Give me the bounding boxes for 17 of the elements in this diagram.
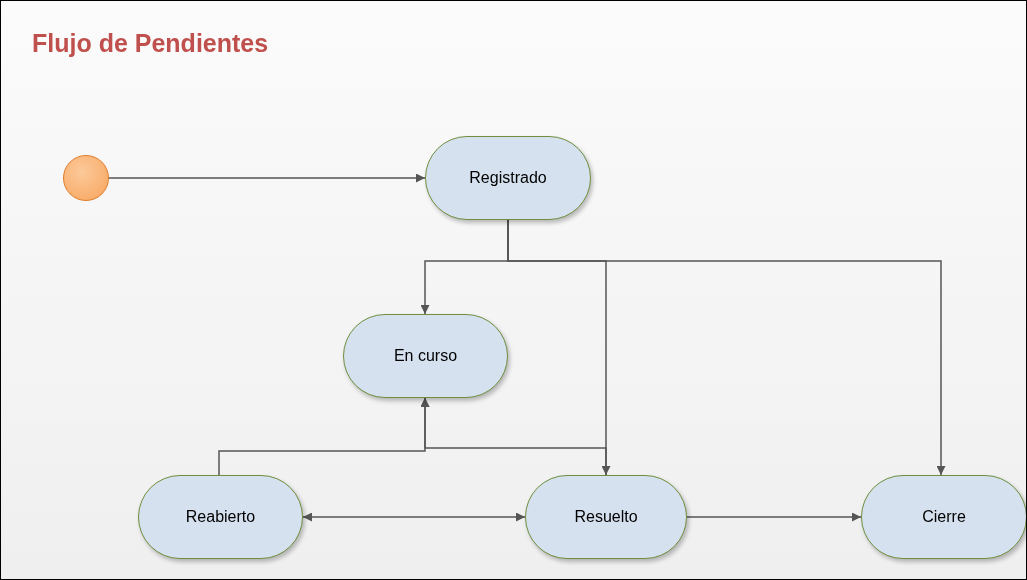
state-box bbox=[425, 136, 591, 220]
state-label: En curso bbox=[393, 347, 458, 365]
start-circle bbox=[63, 155, 109, 201]
state-label: Registrado bbox=[469, 169, 547, 187]
arrow bbox=[420, 397, 607, 476]
arrow bbox=[108, 173, 426, 183]
state-box bbox=[525, 475, 687, 559]
arrow bbox=[686, 512, 862, 522]
state-box bbox=[343, 314, 508, 398]
state-label: Cierre bbox=[922, 508, 966, 526]
arrow bbox=[302, 512, 526, 522]
state-box bbox=[138, 475, 303, 559]
arrow bbox=[507, 219, 946, 476]
state-label: Reabierto bbox=[185, 508, 256, 526]
state-label: Resuelto bbox=[574, 508, 638, 526]
state-box bbox=[861, 475, 1026, 559]
diagram-title: Flujo de Pendientes bbox=[32, 29, 269, 58]
